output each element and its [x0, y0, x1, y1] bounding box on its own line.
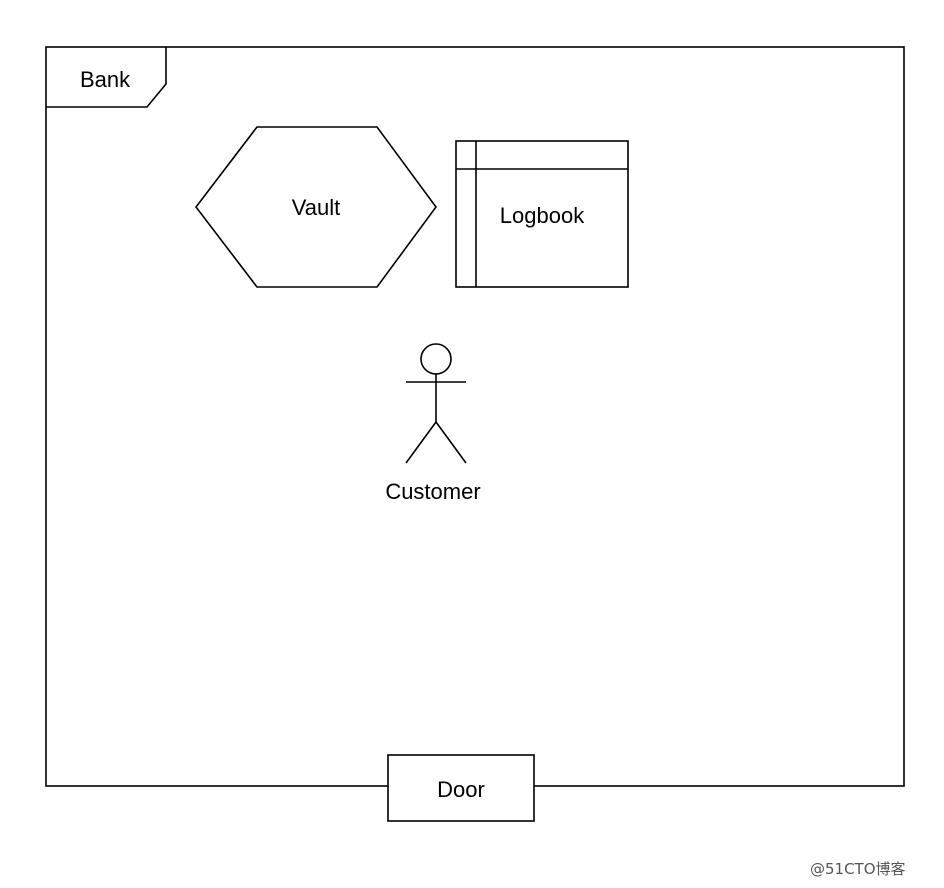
customer-label: Customer: [385, 479, 480, 504]
logbook-storage[interactable]: [455, 140, 629, 288]
vault-hexagon[interactable]: [194, 126, 437, 288]
logbook-label: Logbook: [500, 203, 585, 228]
watermark-text: @51CTO博客: [810, 860, 906, 878]
vault-label: Vault: [292, 195, 341, 220]
actor-left-leg: [405, 421, 437, 464]
bank-frame-title-tab: [46, 47, 167, 108]
bank-frame: [45, 46, 905, 787]
customer-actor-icon[interactable]: [405, 343, 467, 464]
door-label: Door: [437, 777, 485, 802]
bank-frame-title: Bank: [80, 67, 131, 92]
actor-head: [420, 343, 452, 375]
door-port[interactable]: [387, 754, 535, 822]
actor-right-leg: [435, 421, 467, 464]
